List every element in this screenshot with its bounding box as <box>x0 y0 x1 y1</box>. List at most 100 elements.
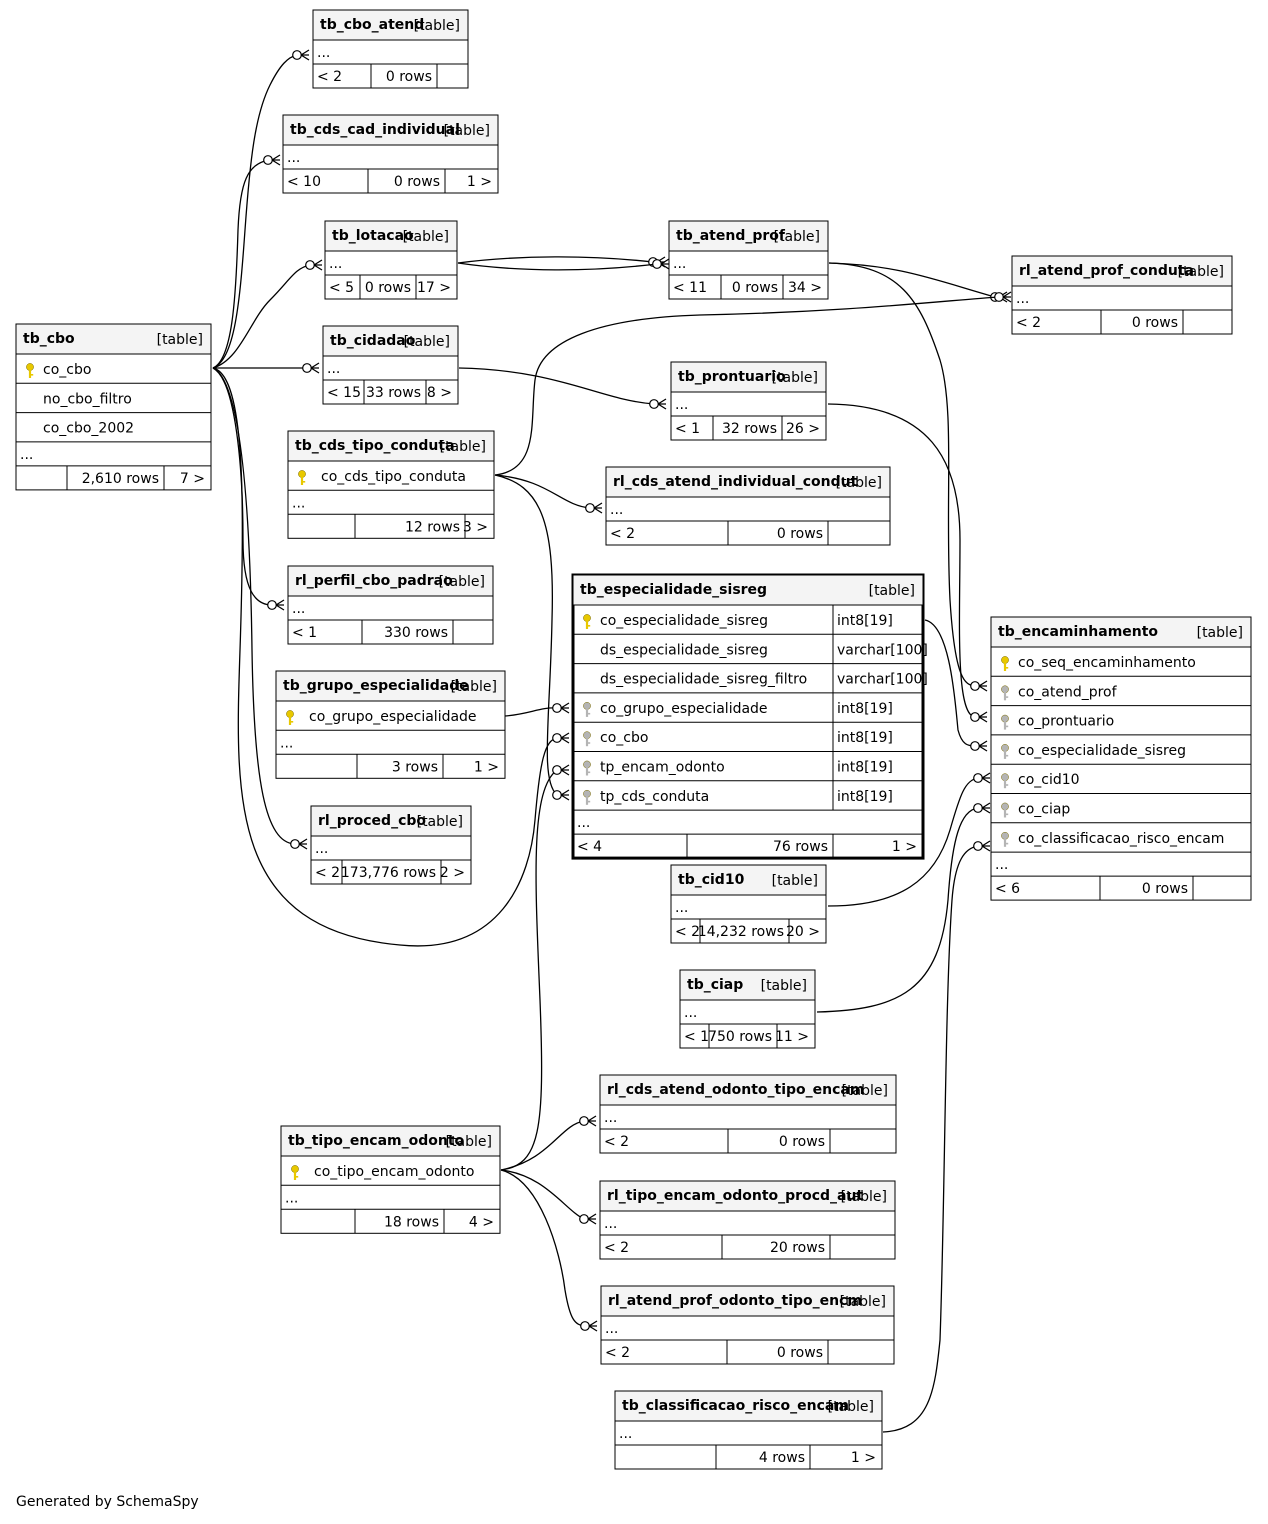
table-name: tb_atend_prof <box>676 228 786 244</box>
more-columns-ellipsis: ... <box>292 601 305 617</box>
column-name: co_cbo <box>600 730 648 746</box>
relationship-line <box>816 802 991 1013</box>
primary-key-icon <box>1001 656 1009 671</box>
column-type: int8[19] <box>837 789 893 805</box>
child-count: 20 > <box>786 924 820 940</box>
column-name: tp_cds_conduta <box>600 789 709 805</box>
more-columns-ellipsis: ... <box>20 447 33 463</box>
table-header <box>1012 256 1232 286</box>
table-name: tb_cds_cad_individual <box>290 122 460 138</box>
table-name: tb_cbo_atend <box>320 17 424 33</box>
table-type-label: [table] <box>841 1189 887 1205</box>
table-rl-atend-prof-odonto-tipo-encm[interactable]: rl_atend_prof_odonto_tipo_encm[table]...… <box>600 1285 895 1365</box>
table-type-label: [table] <box>439 574 485 590</box>
table-type-label: [table] <box>761 978 807 994</box>
relationship-line <box>458 367 667 410</box>
relationship-line <box>827 772 991 907</box>
column-name: co_especialidade_sisreg <box>600 613 768 629</box>
table-name: rl_cds_atend_odonto_tipo_encam <box>607 1082 864 1098</box>
table-type-label: [table] <box>446 1134 492 1150</box>
row-count: 3 rows <box>392 759 438 775</box>
table-rl-cds-atend-odonto-tipo-encam[interactable]: rl_cds_atend_odonto_tipo_encam[table]...… <box>599 1074 897 1154</box>
foreign-key-icon <box>1001 685 1009 701</box>
table-header <box>16 324 211 354</box>
row-count: 0 rows <box>386 69 432 85</box>
table-type-label: [table] <box>1178 264 1224 280</box>
child-count: 1 > <box>474 759 499 775</box>
parent-count: < 2 <box>604 1240 629 1256</box>
table-header <box>671 865 826 895</box>
table-tb-cbo[interactable]: tb_cbo[table]co_cbono_cbo_filtroco_cbo_2… <box>15 323 212 491</box>
table-name: tb_ciap <box>687 977 743 993</box>
table-type-label: [table] <box>444 123 490 139</box>
table-rl-tipo-encam-odonto-procd-aut[interactable]: rl_tipo_encam_odonto_procd_aut[table]...… <box>599 1180 896 1260</box>
column-name: co_prontuario <box>1018 714 1114 730</box>
row-count: 14,232 rows <box>698 924 784 940</box>
table-name: tb_especialidade_sisreg <box>580 582 767 598</box>
table-header <box>601 1286 894 1316</box>
more-columns-ellipsis: ... <box>1016 291 1029 307</box>
row-count: 330 rows <box>384 625 448 641</box>
more-columns-ellipsis: ... <box>285 1190 298 1206</box>
table-tb-cds-tipo-conduta[interactable]: tb_cds_tipo_conduta[table]co_cds_tipo_co… <box>287 430 495 539</box>
table-tb-encaminhamento[interactable]: tb_encaminhamento[table]co_seq_encaminha… <box>990 616 1252 901</box>
relationship-line <box>457 258 670 271</box>
table-rl-cds-atend-individual-condut[interactable]: rl_cds_atend_individual_condut[table]...… <box>605 466 891 546</box>
child-count: 1 > <box>467 174 492 190</box>
table-type-label: [table] <box>440 439 486 455</box>
column-name: co_grupo_especialidade <box>600 701 768 717</box>
relationship-line <box>500 1169 597 1225</box>
relationship-line <box>504 702 570 717</box>
table-name: tb_cds_tipo_conduta <box>295 438 455 454</box>
table-name: tb_cidadao <box>330 333 416 349</box>
table-name: rl_proced_cbo <box>318 813 426 829</box>
row-count: 20 rows <box>770 1240 825 1256</box>
table-header <box>288 431 494 461</box>
table-name: rl_tipo_encam_odonto_procd_aut <box>607 1188 863 1204</box>
table-header <box>288 566 493 596</box>
parent-count: < 2 <box>1016 315 1041 331</box>
parent-count: < 15 <box>327 385 361 401</box>
child-count: 34 > <box>788 280 822 296</box>
table-type-label: [table] <box>157 332 203 348</box>
relationship-line <box>212 367 285 611</box>
relationship-line <box>494 474 570 801</box>
parent-count: < 1 <box>292 625 317 641</box>
more-columns-ellipsis: ... <box>329 256 342 272</box>
more-columns-ellipsis: ... <box>610 502 623 518</box>
row-count: 0 rows <box>365 280 411 296</box>
parent-count: < 2 <box>610 526 635 542</box>
table-tb-tipo-encam-odonto[interactable]: tb_tipo_encam_odonto[table]co_tipo_encam… <box>280 1125 501 1234</box>
column-type: int8[19] <box>837 760 893 776</box>
relationship-line <box>882 840 991 1433</box>
table-type-label: [table] <box>842 1083 888 1099</box>
relationship-line <box>827 403 988 723</box>
parent-count: < 2 <box>317 69 342 85</box>
column-name: co_grupo_especialidade <box>309 709 477 725</box>
table-tb-grupo-especialidade[interactable]: tb_grupo_especialidade[table]co_grupo_es… <box>275 670 506 779</box>
table-tb-especialidade-sisreg[interactable]: tb_especialidade_sisreg[table]co_especia… <box>571 573 928 860</box>
relationship-line <box>500 1169 598 1332</box>
table-header <box>276 671 505 701</box>
row-count: 4 rows <box>759 1450 805 1466</box>
primary-key-icon <box>26 363 34 378</box>
column-name: co_classificacao_risco_encam <box>1018 831 1224 847</box>
table-type-label: [table] <box>414 18 460 34</box>
table-type-label: [table] <box>774 229 820 245</box>
more-columns-ellipsis: ... <box>684 1005 697 1021</box>
table-tb-classificacao-risco-encam[interactable]: tb_classificacao_risco_encam[table]...4 … <box>614 1390 883 1470</box>
table-header <box>281 1126 500 1156</box>
relationship-lines <box>212 49 1012 1433</box>
